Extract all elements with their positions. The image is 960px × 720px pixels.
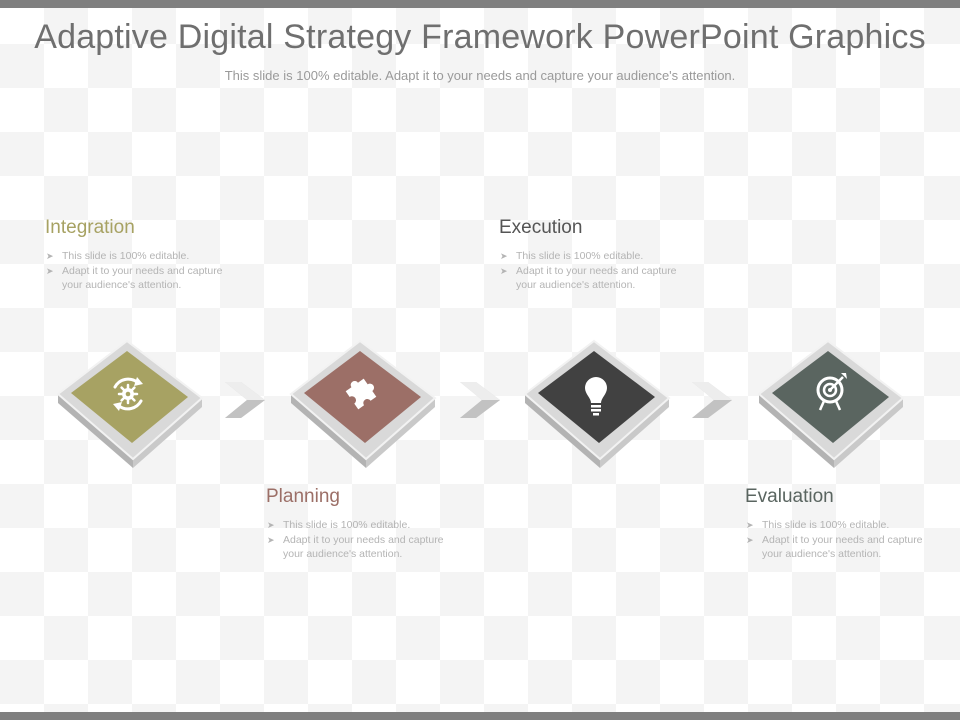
chevron-right-icon: ➤	[500, 265, 508, 276]
chevron-arrow-icon	[458, 378, 504, 422]
cycle-gear-icon	[113, 377, 143, 411]
lightbulb-icon	[585, 377, 607, 416]
chevron-right-icon: ➤	[267, 534, 275, 545]
step-evaluation-tile	[756, 338, 906, 468]
step-heading: Execution	[499, 217, 583, 238]
bullet-item: ➤This slide is 100% editable.	[267, 519, 411, 531]
chevron-right-icon: ➤	[46, 265, 54, 276]
chevron-arrow-icon	[223, 378, 269, 422]
bullet-item: ➤Adapt it to your needs and capture your…	[46, 264, 223, 292]
bullet-item: ➤This slide is 100% editable.	[46, 250, 190, 262]
slide-subtitle: This slide is 100% editable. Adapt it to…	[224, 68, 736, 83]
bullet-list: ➤This slide is 100% editable. ➤Adapt it …	[499, 249, 689, 293]
step-evaluation-text: Evaluation ➤This slide is 100% editable.…	[745, 486, 935, 562]
step-heading: Planning	[266, 486, 340, 507]
bullet-item: ➤Adapt it to your needs and capture your…	[267, 533, 444, 561]
bullet-list: ➤This slide is 100% editable. ➤Adapt it …	[745, 518, 935, 562]
step-execution-text: Execution ➤This slide is 100% editable. …	[499, 217, 689, 293]
step-heading: Integration	[45, 217, 135, 238]
bullet-list: ➤This slide is 100% editable. ➤Adapt it …	[266, 518, 456, 562]
puzzle-piece-icon	[345, 378, 377, 410]
bullet-item: ➤This slide is 100% editable.	[500, 250, 644, 262]
chevron-right-icon: ➤	[746, 520, 754, 530]
chevron-right-icon: ➤	[500, 251, 508, 261]
chevron-right-icon: ➤	[267, 520, 275, 530]
top-bar	[0, 0, 960, 8]
step-planning-tile	[288, 338, 438, 468]
bottom-bar	[0, 712, 960, 720]
chevron-right-icon: ➤	[746, 534, 754, 545]
step-planning-text: Planning ➤This slide is 100% editable. ➤…	[266, 486, 456, 562]
target-icon	[816, 373, 847, 411]
step-heading: Evaluation	[745, 486, 834, 507]
slide-title: Adaptive Digital Strategy Framework Powe…	[34, 18, 926, 56]
step-execution-tile	[522, 338, 672, 468]
bullet-item: ➤This slide is 100% editable.	[746, 519, 890, 531]
step-integration-text: Integration ➤This slide is 100% editable…	[45, 217, 235, 293]
bullet-item: ➤Adapt it to your needs and capture your…	[500, 264, 677, 292]
chevron-arrow-icon	[690, 378, 736, 422]
bullet-item: ➤Adapt it to your needs and capture your…	[746, 533, 923, 561]
bullet-list: ➤This slide is 100% editable. ➤Adapt it …	[45, 249, 235, 293]
step-integration-tile	[55, 338, 205, 468]
chevron-right-icon: ➤	[46, 251, 54, 261]
